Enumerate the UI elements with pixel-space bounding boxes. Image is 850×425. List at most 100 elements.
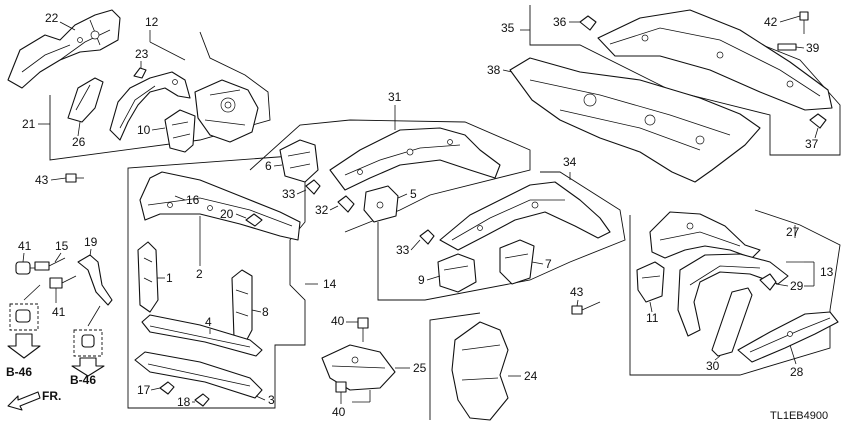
- part-9: [437, 253, 477, 293]
- part-18: [194, 393, 210, 407]
- callout-22: 22: [45, 11, 59, 25]
- callout-41-bottom: 41: [52, 305, 66, 319]
- callout-5: 5: [410, 187, 417, 201]
- callout-13: 13: [820, 265, 834, 279]
- callout-4: 4: [205, 315, 212, 329]
- part-8: [231, 269, 253, 346]
- front-label: FR.: [42, 389, 61, 403]
- reference-b46-right: B-46: [70, 373, 96, 387]
- part-7: [499, 239, 535, 285]
- part-35-cowl: [597, 9, 833, 111]
- bolt-41-lower: [49, 275, 77, 289]
- callout-1: 1: [166, 271, 173, 285]
- box-b46-left-part: [9, 303, 39, 331]
- callout-23: 23: [135, 47, 149, 61]
- callout-6: 6: [265, 159, 272, 173]
- callout-7: 7: [545, 257, 552, 271]
- part-19: [77, 254, 113, 306]
- group-box-21: [38, 31, 271, 161]
- part-25: [321, 344, 396, 391]
- group-box-34: [377, 171, 626, 301]
- part-13: [677, 253, 789, 337]
- part-17: [159, 381, 175, 395]
- bolt-15: [34, 257, 66, 271]
- callout-24: 24: [524, 369, 538, 383]
- front-arrow-icon: [7, 391, 41, 411]
- diagram-code: TL1EB4900: [770, 410, 828, 422]
- callout-12: 12: [145, 15, 159, 29]
- callout-21: 21: [22, 117, 36, 131]
- callout-40-lower: 40: [332, 405, 346, 419]
- part-12: [109, 71, 191, 141]
- callout-11: 11: [646, 311, 659, 325]
- callout-16: 16: [186, 193, 200, 207]
- arrow-down-b46-right-icon: [71, 357, 105, 377]
- callout-32: 32: [315, 203, 329, 217]
- callout-33-centre: 33: [282, 187, 296, 201]
- callout-34: 34: [563, 155, 577, 169]
- callout-10: 10: [137, 123, 151, 137]
- callout-8: 8: [262, 305, 269, 319]
- part-29: [759, 273, 777, 291]
- callout-33-lower: 33: [396, 243, 410, 257]
- part-28: [737, 311, 839, 363]
- part-24: [451, 321, 509, 421]
- callout-30: 30: [706, 359, 720, 373]
- callout-43-left: 43: [35, 173, 49, 187]
- bolt-40-upper: [357, 317, 369, 342]
- part-37: [809, 113, 827, 129]
- part-1: [137, 241, 159, 313]
- callout-19: 19: [84, 235, 98, 249]
- callout-28: 28: [790, 365, 804, 379]
- part-22: [7, 9, 121, 89]
- callout-43-right: 43: [570, 285, 584, 299]
- part-39: [777, 43, 797, 51]
- callout-36: 36: [553, 15, 567, 29]
- reference-b46-left: B-46: [6, 365, 32, 379]
- part-36: [579, 15, 597, 31]
- part-30: [711, 287, 753, 357]
- part-10: [164, 109, 196, 153]
- part-3: [134, 351, 263, 399]
- bolt-40-lower: [335, 381, 347, 400]
- part-27-wheelhouse: [649, 211, 761, 259]
- part-33-lower: [419, 229, 435, 245]
- part-4: [141, 314, 263, 357]
- callout-40-upper: 40: [331, 314, 345, 328]
- callout-25: 25: [413, 361, 427, 375]
- part-strut-tower: [194, 79, 259, 143]
- part-32: [337, 195, 355, 213]
- part-33-centre: [305, 179, 321, 195]
- bolt-43-left: [65, 173, 84, 183]
- callout-2: 2: [196, 267, 203, 281]
- part-2: [139, 171, 301, 241]
- bolt-43-right: [571, 301, 601, 315]
- callout-39: 39: [806, 41, 820, 55]
- callout-27: 27: [786, 225, 800, 239]
- callout-38: 38: [487, 63, 501, 77]
- part-11: [636, 261, 665, 303]
- part-20: [245, 213, 263, 227]
- callout-29: 29: [790, 279, 804, 293]
- arrow-down-b46-left-icon: [7, 333, 41, 359]
- part-5: [363, 185, 399, 223]
- callout-37: 37: [805, 137, 819, 151]
- group-box-27: [629, 209, 841, 376]
- part-23: [133, 67, 147, 79]
- group-box-31: [249, 119, 531, 233]
- callout-17: 17: [137, 383, 151, 397]
- callout-9: 9: [418, 273, 425, 287]
- callout-14: 14: [323, 277, 337, 291]
- part-38-dashboard: [509, 57, 761, 183]
- part-6: [279, 139, 319, 183]
- box-b46-right-part: [73, 329, 103, 357]
- callout-35: 35: [501, 21, 515, 35]
- part-34: [439, 181, 611, 251]
- callout-18: 18: [177, 395, 191, 409]
- callout-26: 26: [72, 135, 86, 149]
- callout-20: 20: [220, 207, 234, 221]
- bolt-42: [799, 11, 809, 34]
- group-frame-24: [429, 312, 481, 420]
